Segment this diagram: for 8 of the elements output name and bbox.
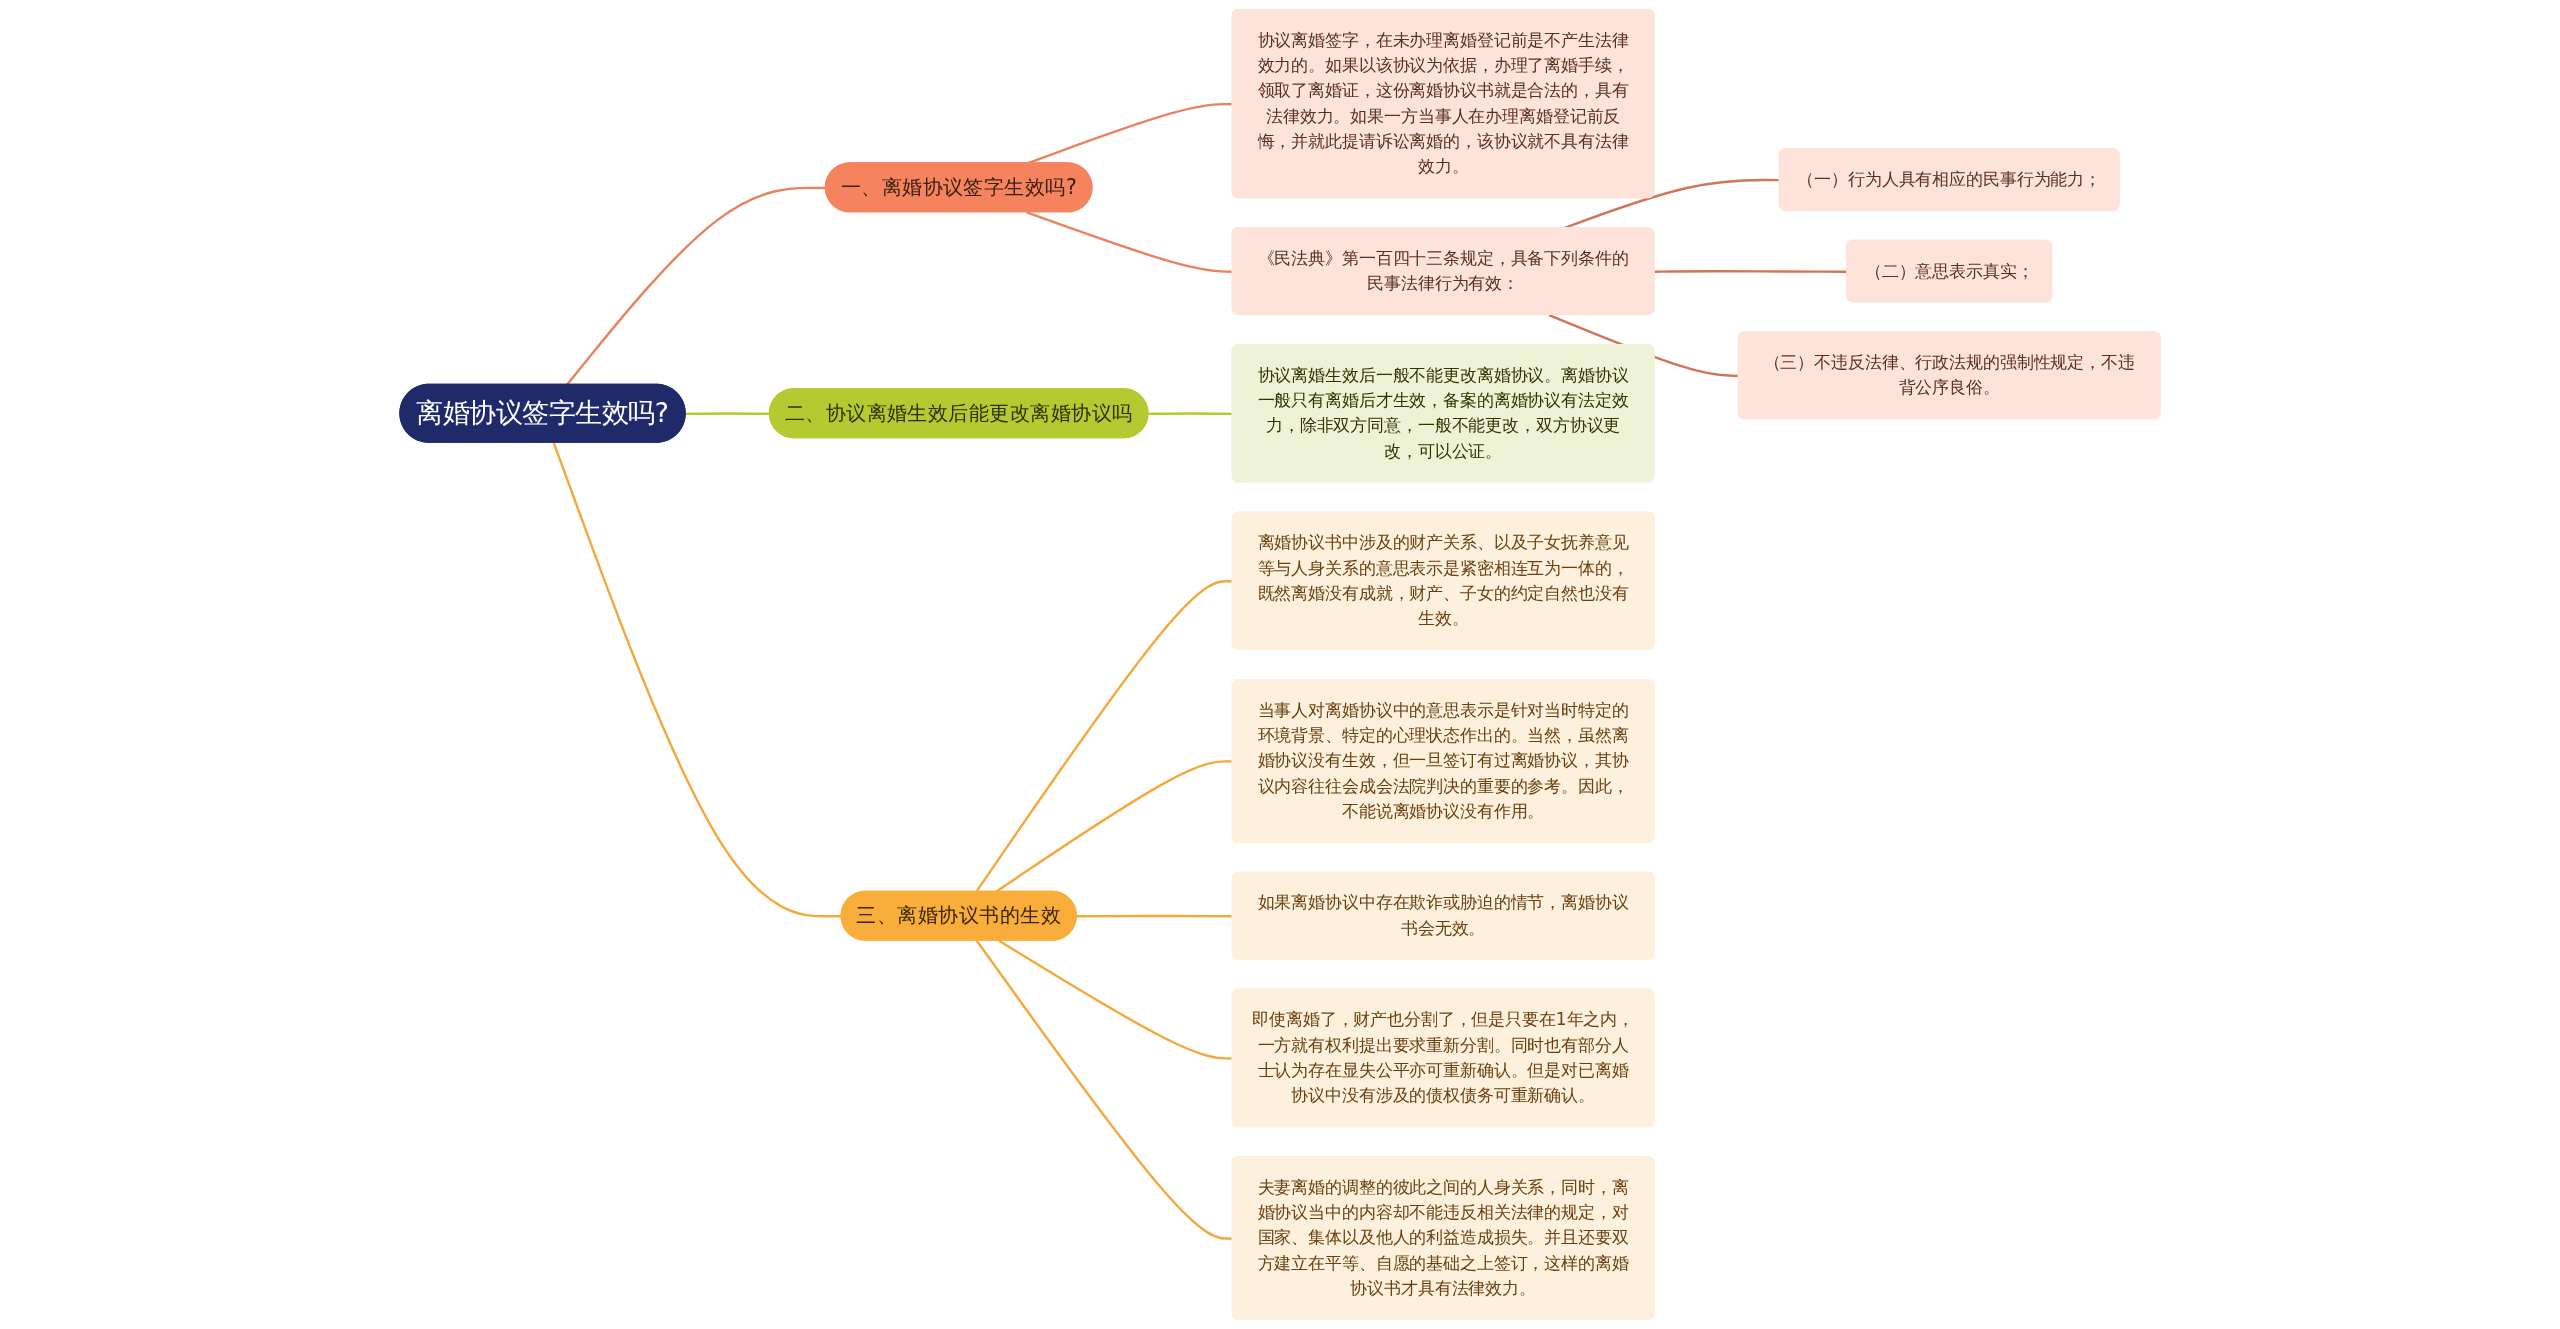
connector: [998, 939, 1233, 1060]
connector: [1148, 412, 1233, 416]
connector: [1076, 914, 1233, 918]
connector: [1026, 211, 1233, 273]
connector: [975, 940, 1233, 1240]
connector: [995, 760, 1233, 893]
connector: [975, 580, 1233, 893]
connector: [552, 442, 842, 918]
